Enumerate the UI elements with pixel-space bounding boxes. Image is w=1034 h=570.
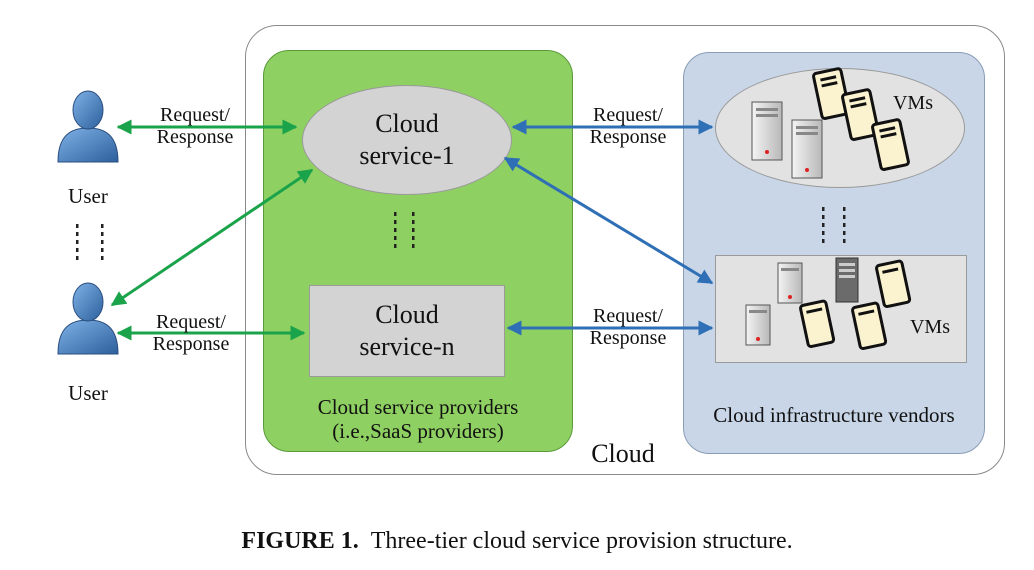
server-tower-icon bbox=[799, 299, 836, 349]
ellipsis-dots-vms bbox=[822, 207, 846, 243]
user-link-2-label: Request/ Response bbox=[152, 311, 230, 355]
server-icon bbox=[751, 101, 783, 161]
server-tower-icon bbox=[875, 259, 912, 309]
service-1-line1: Cloud bbox=[375, 109, 439, 138]
vendors-panel-label: Cloud infrastructure vendors bbox=[713, 403, 955, 427]
server-tower-icon bbox=[871, 118, 910, 171]
vendor-link-2-label: Request/ Response bbox=[589, 305, 667, 349]
service-1-line2: service-1 bbox=[359, 141, 455, 170]
ellipsis-dots-services bbox=[394, 212, 415, 248]
cloud-service-1-node: Cloud service-1 bbox=[302, 85, 512, 195]
server-tower-icon bbox=[851, 301, 888, 351]
cloud-service-n-node: Cloud service-n bbox=[309, 285, 505, 377]
server-icon bbox=[777, 262, 803, 304]
user-icon bbox=[57, 90, 119, 163]
vendor-link-1-label: Request/ Response bbox=[589, 104, 667, 148]
providers-panel-label: Cloud service providers (i.e.,SaaS provi… bbox=[317, 395, 519, 443]
ellipsis-dots-users bbox=[76, 224, 104, 260]
cloud-label: Cloud bbox=[591, 439, 655, 468]
user-icon bbox=[57, 282, 119, 355]
server-tower-icon bbox=[812, 67, 851, 120]
vm-group-bottom-label: VMs bbox=[909, 316, 950, 338]
rack-server-icon bbox=[835, 257, 859, 303]
server-tower-icon bbox=[841, 88, 880, 141]
user-link-1-label: Request/ Response bbox=[156, 104, 234, 148]
vm-group-top-label: VMs bbox=[892, 92, 933, 114]
figure-caption: FIGURE 1. Three-tier cloud service provi… bbox=[0, 528, 1034, 555]
service-n-line2: service-n bbox=[359, 332, 455, 361]
user-label: User bbox=[68, 381, 108, 405]
arrow-service1-vmbottom bbox=[503, 156, 714, 285]
figure-number: FIGURE 1. bbox=[241, 528, 359, 554]
server-icon bbox=[745, 304, 771, 346]
user-label: User bbox=[68, 184, 108, 208]
server-icon bbox=[791, 119, 823, 179]
arrow-user2-service1 bbox=[110, 168, 314, 307]
figure-caption-text: Three-tier cloud service provision struc… bbox=[370, 528, 793, 554]
service-n-line1: Cloud bbox=[375, 300, 439, 329]
